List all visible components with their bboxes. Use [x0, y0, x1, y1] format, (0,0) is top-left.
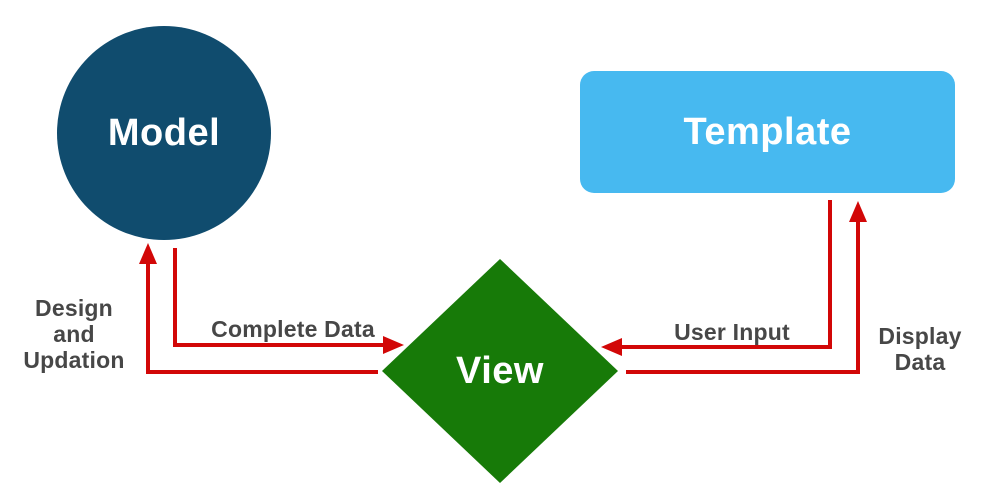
arrow-model-to-view — [173, 248, 404, 354]
arrow-template-to-view — [601, 200, 832, 356]
model-node-label: Model — [107, 111, 221, 154]
view-node-label: View — [456, 349, 544, 392]
template-node: Template — [580, 71, 955, 193]
arrow-view-to-model — [139, 243, 378, 374]
arrow-view-to-template — [626, 201, 867, 374]
design-and-updation-label: Design and Updation — [23, 295, 125, 373]
complete-data-label: Complete Data — [211, 316, 375, 342]
display-data-label: Display Data — [878, 323, 962, 375]
template-node-label: Template — [683, 110, 852, 153]
user-input-label: User Input — [674, 319, 790, 345]
model-node: Model — [57, 26, 271, 240]
